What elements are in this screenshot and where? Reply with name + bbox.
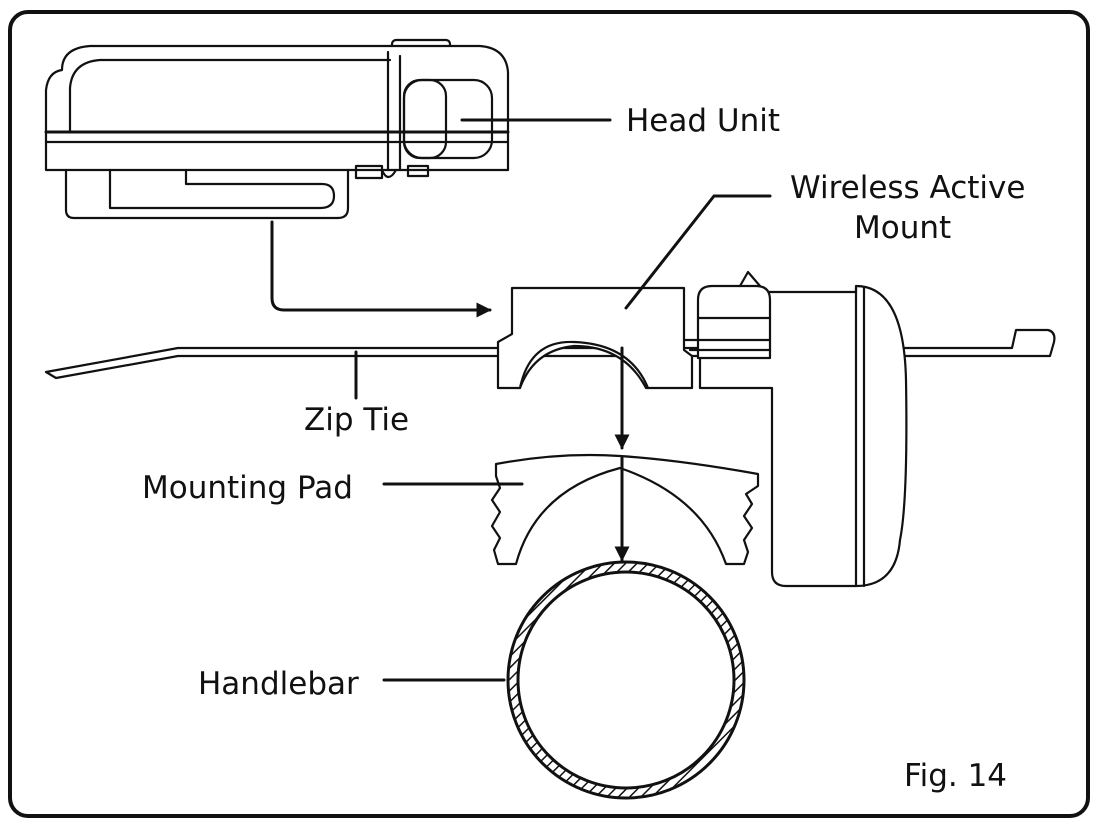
- zip-tie-label: Zip Tie: [304, 402, 409, 438]
- head-unit-label: Head Unit: [626, 103, 780, 139]
- zip-tie-illustration: [44, 328, 1056, 380]
- mounting-pad-label: Mounting Pad: [142, 470, 353, 506]
- wireless-active-mount-illustration: [496, 270, 908, 588]
- mount-leader: [624, 194, 772, 310]
- attach-arrow: [270, 220, 492, 318]
- figure-frame: [8, 10, 1090, 818]
- wireless-active-mount-label-line2: Mount: [854, 210, 951, 246]
- mounting-pad-illustration: [490, 453, 760, 566]
- head-unit-illustration: [44, 38, 510, 220]
- wireless-active-mount-label-line1: Wireless Active: [790, 170, 1025, 206]
- figure-number: Fig. 14: [904, 758, 1007, 794]
- handlebar-illustration: [506, 560, 746, 800]
- handlebar-label: Handlebar: [198, 666, 359, 702]
